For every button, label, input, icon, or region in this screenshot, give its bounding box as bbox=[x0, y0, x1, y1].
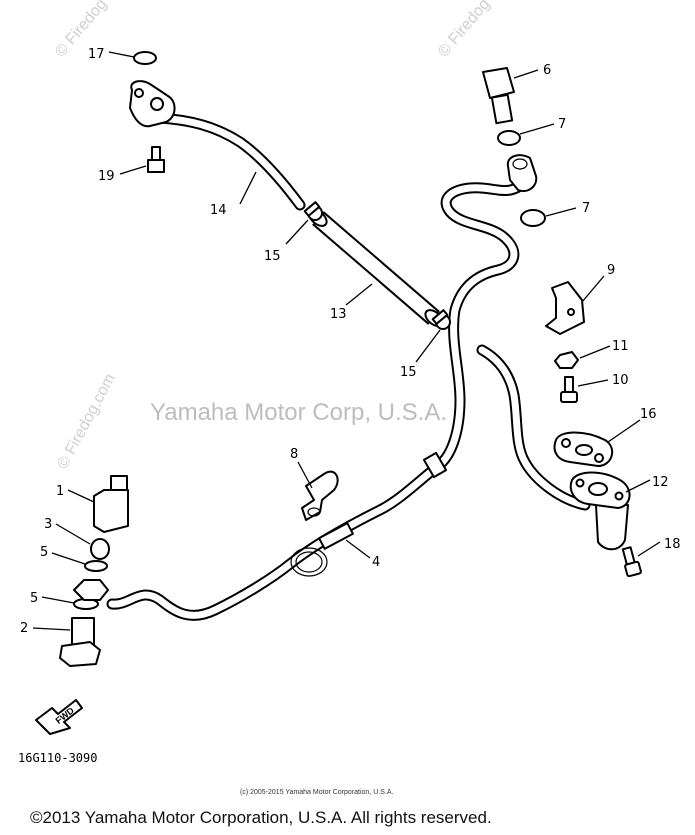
callout-14: 14 bbox=[210, 203, 227, 218]
o-ring-17 bbox=[133, 51, 157, 65]
callout-3: 3 bbox=[44, 517, 52, 532]
callout-6: 6 bbox=[543, 63, 551, 78]
main-pipe bbox=[106, 180, 526, 621]
callout-7-upper: 7 bbox=[558, 117, 566, 132]
callout-11: 11 bbox=[612, 339, 629, 354]
bolt-6 bbox=[482, 67, 515, 125]
o-ring-5-upper bbox=[84, 560, 108, 572]
washer-7-upper bbox=[497, 130, 521, 146]
clamp-8 bbox=[301, 470, 339, 521]
callout-5-lower: 5 bbox=[30, 591, 38, 606]
screw-10 bbox=[560, 376, 578, 403]
copyright-main: ©2013 Yamaha Motor Corporation, U.S.A. A… bbox=[30, 808, 492, 827]
fitting-1 bbox=[93, 475, 129, 533]
right-pipe bbox=[476, 344, 591, 511]
bracket-9 bbox=[545, 281, 585, 335]
callout-7-lower: 7 bbox=[582, 201, 590, 216]
copyright-small: (c) 2005-2015 Yamaha Motor Corporation, … bbox=[240, 789, 393, 796]
screw-18 bbox=[621, 546, 642, 578]
callout-12: 12 bbox=[652, 475, 669, 490]
callout-10: 10 bbox=[612, 373, 629, 388]
callout-19: 19 bbox=[98, 169, 115, 184]
bolt-19 bbox=[147, 146, 165, 173]
watermark-side: © Firedog.com bbox=[55, 371, 119, 472]
callout-13: 13 bbox=[330, 307, 347, 322]
bolt-2 bbox=[59, 617, 101, 667]
watermark-center: Yamaha Motor Corp, U.S.A. bbox=[150, 399, 447, 426]
fwd-arrow-icon: FWD bbox=[35, 699, 83, 735]
callout-18: 18 bbox=[664, 537, 681, 552]
banjo-fitting bbox=[506, 154, 538, 192]
gasket-16 bbox=[553, 431, 614, 467]
upper-pipe bbox=[154, 112, 451, 330]
callout-labels: 17 19 14 15 13 15 6 7 7 9 11 10 16 12 18… bbox=[20, 47, 681, 636]
leader-lines bbox=[32, 51, 661, 631]
callout-2: 2 bbox=[20, 621, 28, 636]
callout-4: 4 bbox=[372, 555, 380, 570]
collar-3 bbox=[90, 538, 110, 560]
callout-1: 1 bbox=[56, 484, 64, 499]
callout-5-upper: 5 bbox=[40, 545, 48, 560]
pipe-nut bbox=[73, 579, 109, 601]
diagram-id: 16G110-3090 bbox=[18, 751, 97, 765]
callout-9: 9 bbox=[607, 263, 615, 278]
callout-15-upper: 15 bbox=[264, 249, 281, 264]
fitting-12 bbox=[569, 471, 631, 551]
callout-17: 17 bbox=[88, 47, 105, 62]
washer-7-lower bbox=[520, 209, 546, 227]
nut-11 bbox=[554, 351, 579, 369]
flange-14 bbox=[129, 80, 176, 128]
callout-16: 16 bbox=[640, 407, 657, 422]
watermark-top-mid: © Firedog bbox=[435, 0, 493, 61]
callout-8: 8 bbox=[290, 447, 298, 462]
callout-15-lower: 15 bbox=[400, 365, 417, 380]
